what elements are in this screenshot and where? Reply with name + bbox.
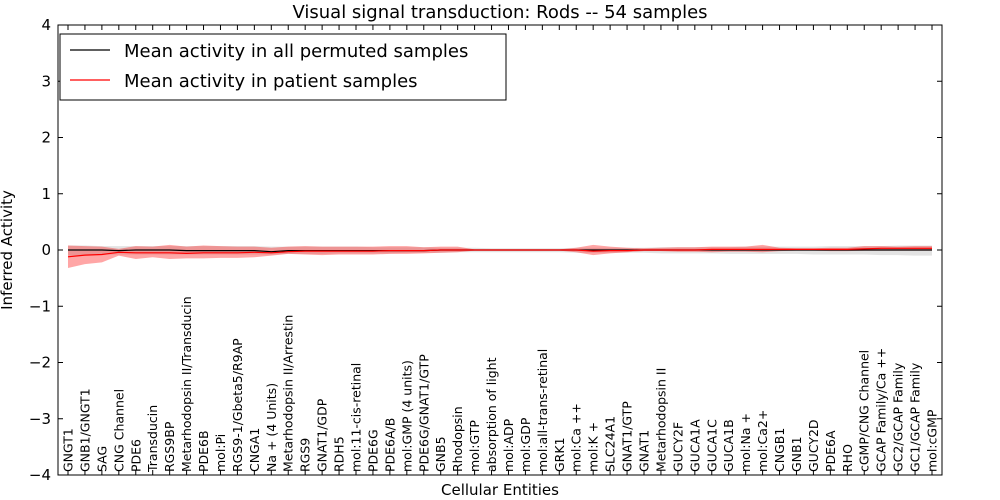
series-lines — [67, 247, 932, 258]
legend-box — [59, 33, 507, 101]
x-tick-label: GUCY2F — [670, 422, 685, 472]
x-tick-label: mol:K + — [586, 422, 601, 472]
x-tick-label: Metarhodopsin II — [653, 368, 668, 472]
x-tick-label: mol:Ca ++ — [569, 403, 584, 472]
legend-label-patient: Mean activity in patient samples — [124, 71, 418, 92]
x-tick-label: PDE6G — [365, 429, 380, 472]
x-tick-label: Metarhodopsin II/Transducin — [179, 296, 194, 472]
x-tick-label: GNAT1 — [637, 430, 652, 472]
x-tick-label: mol:all-trans-retinal — [535, 349, 550, 472]
x-tick-label: GNAT1/GTP — [620, 401, 635, 472]
x-tick-label: GNAT1/GDP — [315, 398, 330, 472]
y-tick-label: 2 — [41, 129, 51, 147]
x-tick-label: GUCA1B — [721, 419, 736, 472]
x-tick-label: RGS9-1/Gbeta5/R9AP — [230, 338, 245, 472]
y-tick-label: 1 — [41, 185, 51, 203]
x-tick-label: mol:GDP — [518, 417, 533, 472]
x-tick-label: GNB5 — [433, 436, 448, 472]
x-tick-label: GC2/GCAP Family — [891, 362, 906, 472]
x-tick-label: GUCA1C — [704, 419, 719, 472]
x-tick-label: GC1/GCAP Family — [908, 362, 923, 472]
x-axis-label: Cellular Entities — [441, 481, 559, 499]
x-tick-label: RHO — [840, 444, 855, 472]
y-tick-label: 3 — [41, 72, 51, 90]
y-tick-label: −1 — [29, 297, 51, 315]
x-tick-label: Metarhodopsin II/Arrestin — [281, 315, 296, 472]
x-tick-label: mol:Ca2+ — [755, 410, 770, 472]
x-tick-label: GCAP Family/Ca ++ — [874, 348, 889, 472]
x-tick-label: mol:cGMP — [925, 409, 940, 472]
x-tick-label: PDE6A — [823, 430, 838, 472]
x-tick-label: RGS9 — [298, 438, 313, 472]
line-series-1 — [67, 247, 932, 258]
x-tick-label: Transducin — [145, 405, 160, 473]
x-tick-label: CNGA1 — [247, 428, 262, 472]
x-tick-label: absorption of light — [484, 357, 499, 472]
x-tick-label: SLC24A1 — [603, 416, 618, 472]
x-tick-label: GRK1 — [552, 437, 567, 472]
y-tick-label: −3 — [29, 410, 51, 428]
x-tick-label: PDE6 — [128, 439, 143, 472]
y-tick-label: −4 — [29, 466, 51, 484]
x-tick-label: Rhodopsin — [450, 406, 465, 472]
x-tick-label: PDE6G/GNAT1/GTP — [416, 354, 431, 472]
chart-title: Visual signal transduction: Rods -- 54 s… — [292, 2, 707, 23]
x-tick-label: mol:Pi — [213, 434, 228, 472]
x-tick-label: GUCA1A — [687, 419, 702, 472]
y-tick-label: 4 — [41, 16, 51, 34]
y-tick-label: 0 — [41, 241, 51, 259]
x-tick-label: GNB1/GNGT1 — [77, 388, 92, 472]
x-tick-label: cGMP/CNG Channel — [857, 350, 872, 472]
x-tick-label: mol:GMP (4 units) — [399, 360, 414, 472]
x-tick-label: SAG — [94, 446, 109, 472]
y-axis-label: Inferred Activity — [0, 190, 16, 310]
x-tick-label: GUCY2D — [806, 419, 821, 472]
x-tick-label: PDE6B — [196, 430, 211, 472]
x-tick-label: mol:11-cis-retinal — [349, 363, 364, 472]
y-axis: −4 −3 −2 −1 0 1 2 3 4 — [29, 16, 942, 484]
x-tick-label: CNGB1 — [772, 428, 787, 472]
y-tick-label: −2 — [29, 354, 51, 372]
x-tick-label: mol:Na + — [738, 413, 753, 472]
x-tick-label: RDH5 — [332, 436, 347, 472]
x-tick-label: CNG Channel — [111, 389, 126, 472]
legend: Mean activity in all permuted samples Me… — [59, 33, 507, 101]
x-tick-label: mol:ADP — [501, 418, 516, 472]
legend-label-permuted: Mean activity in all permuted samples — [124, 41, 468, 62]
x-tick-label: GNB1 — [789, 436, 804, 472]
x-tick-label: GNGT1 — [61, 428, 76, 472]
x-tick-label: PDE6A/B — [382, 418, 397, 472]
x-tick-label: RGS9BP — [162, 421, 177, 472]
x-tick-label: Na + (4 Units) — [264, 383, 279, 472]
x-tick-label: mol:GTP — [467, 420, 482, 472]
